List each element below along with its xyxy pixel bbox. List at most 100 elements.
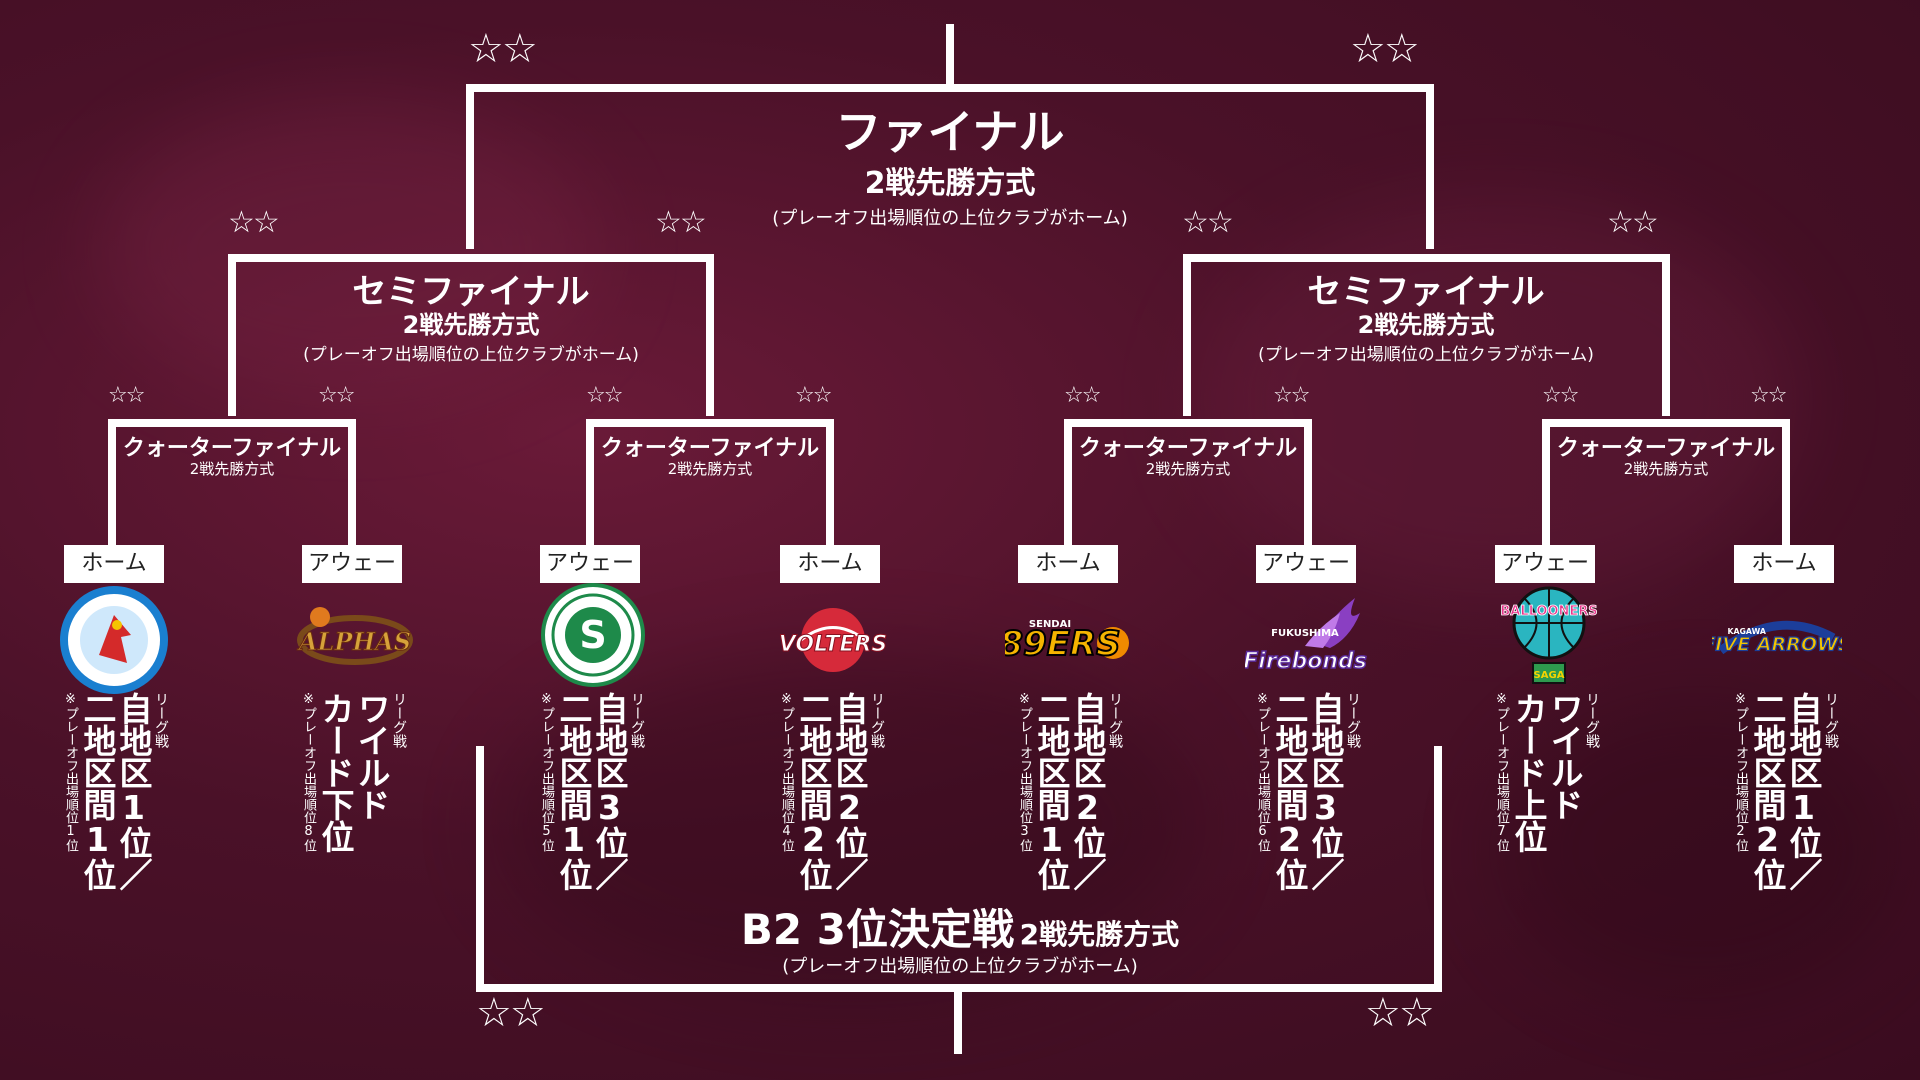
svg-text:ALPHAS: ALPHAS (297, 627, 411, 656)
bg-cloud (100, 100, 600, 400)
semifinal-title: セミファイナル (1307, 272, 1545, 312)
team-rank-column: リーグ戦 自地区1位／ 二地区間1位 ※プレーオフ出場順位1位 (62, 692, 169, 890)
league-label: リーグ戦 (153, 692, 169, 748)
tag-home: ホーム (1018, 545, 1118, 583)
team-logo-89ers: 89ERS SENDAI (1005, 595, 1135, 695)
quarterfinal-format: 2戦先勝方式 (189, 460, 275, 478)
tag-home: ホーム (1734, 545, 1834, 583)
stars-semi: ☆☆ (1182, 205, 1234, 240)
league-label: リーグ戦 (1107, 692, 1123, 748)
rank-line: カード上位 (1509, 692, 1548, 852)
playoff-rank-note: ※プレーオフ出場順位8位 (301, 692, 316, 852)
svg-text:Firebonds: Firebonds (1245, 649, 1367, 674)
playoff-rank-note: ※プレーオフ出場順位1位 (63, 692, 78, 852)
stars-semi: ☆☆ (228, 205, 280, 240)
rank-line: 自地区2位／ (830, 692, 869, 890)
svg-text:89ERS: 89ERS (1005, 624, 1121, 664)
semifinal-note: (プレーオフ出場順位の上位クラブがホーム) (303, 345, 639, 365)
stars-semi: ☆☆ (655, 205, 707, 240)
stars-quarter: ☆☆ (1273, 383, 1310, 408)
svg-text:FIVE ARROWS: FIVE ARROWS (1712, 634, 1842, 656)
svg-text:FUKUSHIMA: FUKUSHIMA (1271, 628, 1339, 639)
third-place-note: (プレーオフ出場順位の上位クラブがホーム) (782, 956, 1138, 977)
tag-away: アウェー (1495, 545, 1595, 583)
rank-line: 二地区間2位 (1748, 692, 1787, 890)
rank-line: 自地区1位／ (114, 692, 153, 890)
quarterfinal-format: 2戦先勝方式 (1623, 460, 1709, 478)
playoff-rank-note: ※プレーオフ出場順位4位 (779, 692, 794, 852)
eagle-logo-icon (60, 586, 168, 694)
rank-line: 二地区間2位 (1270, 692, 1309, 890)
stars-third-left: ☆☆ (476, 990, 546, 1036)
team-logo-ballooners: BALLOONERS SAGA (1484, 586, 1614, 688)
team-logo-firebonds: FUKUSHIMA Firebonds (1245, 585, 1375, 685)
tag-away: アウェー (302, 545, 402, 583)
team-logo-storks: S (528, 583, 658, 687)
storks-logo-icon: S (541, 583, 645, 687)
stars-quarter: ☆☆ (1542, 383, 1579, 408)
rank-line: 二地区間1位 (78, 692, 117, 890)
tag-home: ホーム (780, 545, 880, 583)
team-logo-alphas: ALPHAS (290, 590, 420, 690)
semifinal-format: 2戦先勝方式 (1357, 311, 1495, 339)
team-rank-column: リーグ戦 ワイルド カード上位 ※プレーオフ出場順位7位 (1493, 692, 1600, 852)
five-arrows-logo-icon: FIVE ARROWS KAGAWA (1712, 620, 1842, 656)
stars-quarter: ☆☆ (795, 383, 832, 408)
team-rank-column: リーグ戦 自地区1位／ 二地区間2位 ※プレーオフ出場順位2位 (1732, 692, 1839, 890)
quarterfinal-format: 2戦先勝方式 (667, 460, 753, 478)
semifinal-title: セミファイナル (352, 272, 590, 312)
team-logo-volters: VOLTERS (768, 590, 898, 690)
svg-text:BALLOONERS: BALLOONERS (1500, 604, 1597, 619)
rank-line: 自地区2位／ (1068, 692, 1107, 890)
final-format: 2戦先勝方式 (864, 166, 1036, 201)
rank-line: 二地区間1位 (554, 692, 593, 890)
stars-third-right: ☆☆ (1365, 990, 1435, 1036)
89ers-logo-icon: 89ERS SENDAI (1005, 619, 1129, 665)
rank-line: ワイルド (352, 692, 391, 820)
team-rank-column: リーグ戦 自地区2位／ 二地区間2位 ※プレーオフ出場順位4位 (778, 692, 885, 890)
stars-quarter: ☆☆ (1064, 383, 1101, 408)
league-label: リーグ戦 (1584, 692, 1600, 748)
rank-line: 二地区間2位 (794, 692, 833, 890)
rank-line: ワイルド (1545, 692, 1584, 820)
third-place-heading: B2 3位決定戦 2戦先勝方式 (660, 896, 1260, 957)
league-label: リーグ戦 (391, 692, 407, 748)
quarterfinal-title: クォーターファイナル (122, 436, 342, 461)
quarterfinal-format: 2戦先勝方式 (1145, 460, 1231, 478)
rank-line: 自地区1位／ (1784, 692, 1823, 890)
semifinal-note: (プレーオフ出場順位の上位クラブがホーム) (1258, 345, 1594, 365)
bg-cloud (1500, 700, 1900, 1000)
rank-line: カード下位 (316, 692, 355, 852)
svg-text:VOLTERS: VOLTERS (779, 632, 888, 657)
team-rank-column: リーグ戦 ワイルド カード下位 ※プレーオフ出場順位8位 (300, 692, 407, 852)
rank-line: 自地区3位／ (1306, 692, 1345, 890)
team-logo-fighting-eagles (49, 586, 179, 694)
rank-line: 自地区3位／ (590, 692, 629, 890)
playoff-rank-note: ※プレーオフ出場順位5位 (539, 692, 554, 852)
final-title: ファイナル (835, 105, 1065, 159)
svg-text:SAGA: SAGA (1534, 670, 1565, 681)
bg-cloud (1200, 200, 1800, 600)
stars-quarter: ☆☆ (586, 383, 623, 408)
volters-logo-icon: VOLTERS (778, 608, 888, 672)
semifinal-format: 2戦先勝方式 (402, 311, 540, 339)
alphas-logo-icon: ALPHAS (296, 607, 413, 665)
rank-line: 二地区間1位 (1032, 692, 1071, 890)
playoff-rank-note: ※プレーオフ出場順位3位 (1017, 692, 1032, 852)
team-rank-column: リーグ戦 自地区3位／ 二地区間2位 ※プレーオフ出場順位6位 (1254, 692, 1361, 890)
stars-final-left: ☆☆ (468, 26, 538, 72)
league-label: リーグ戦 (629, 692, 645, 748)
team-rank-column: リーグ戦 自地区3位／ 二地区間1位 ※プレーオフ出場順位5位 (538, 692, 645, 890)
stars-final-right: ☆☆ (1350, 26, 1420, 72)
stars-semi: ☆☆ (1607, 205, 1659, 240)
playoff-rank-note: ※プレーオフ出場順位2位 (1733, 692, 1748, 852)
stars-quarter: ☆☆ (1750, 383, 1787, 408)
firebonds-logo-icon: FUKUSHIMA Firebonds (1245, 597, 1368, 674)
league-label: リーグ戦 (869, 692, 885, 748)
svg-text:KAGAWA: KAGAWA (1727, 627, 1765, 636)
quarterfinal-title: クォーターファイナル (1556, 436, 1776, 461)
stars-quarter: ☆☆ (108, 383, 145, 408)
tag-home: ホーム (64, 545, 164, 583)
playoff-rank-note: ※プレーオフ出場順位7位 (1494, 692, 1509, 852)
